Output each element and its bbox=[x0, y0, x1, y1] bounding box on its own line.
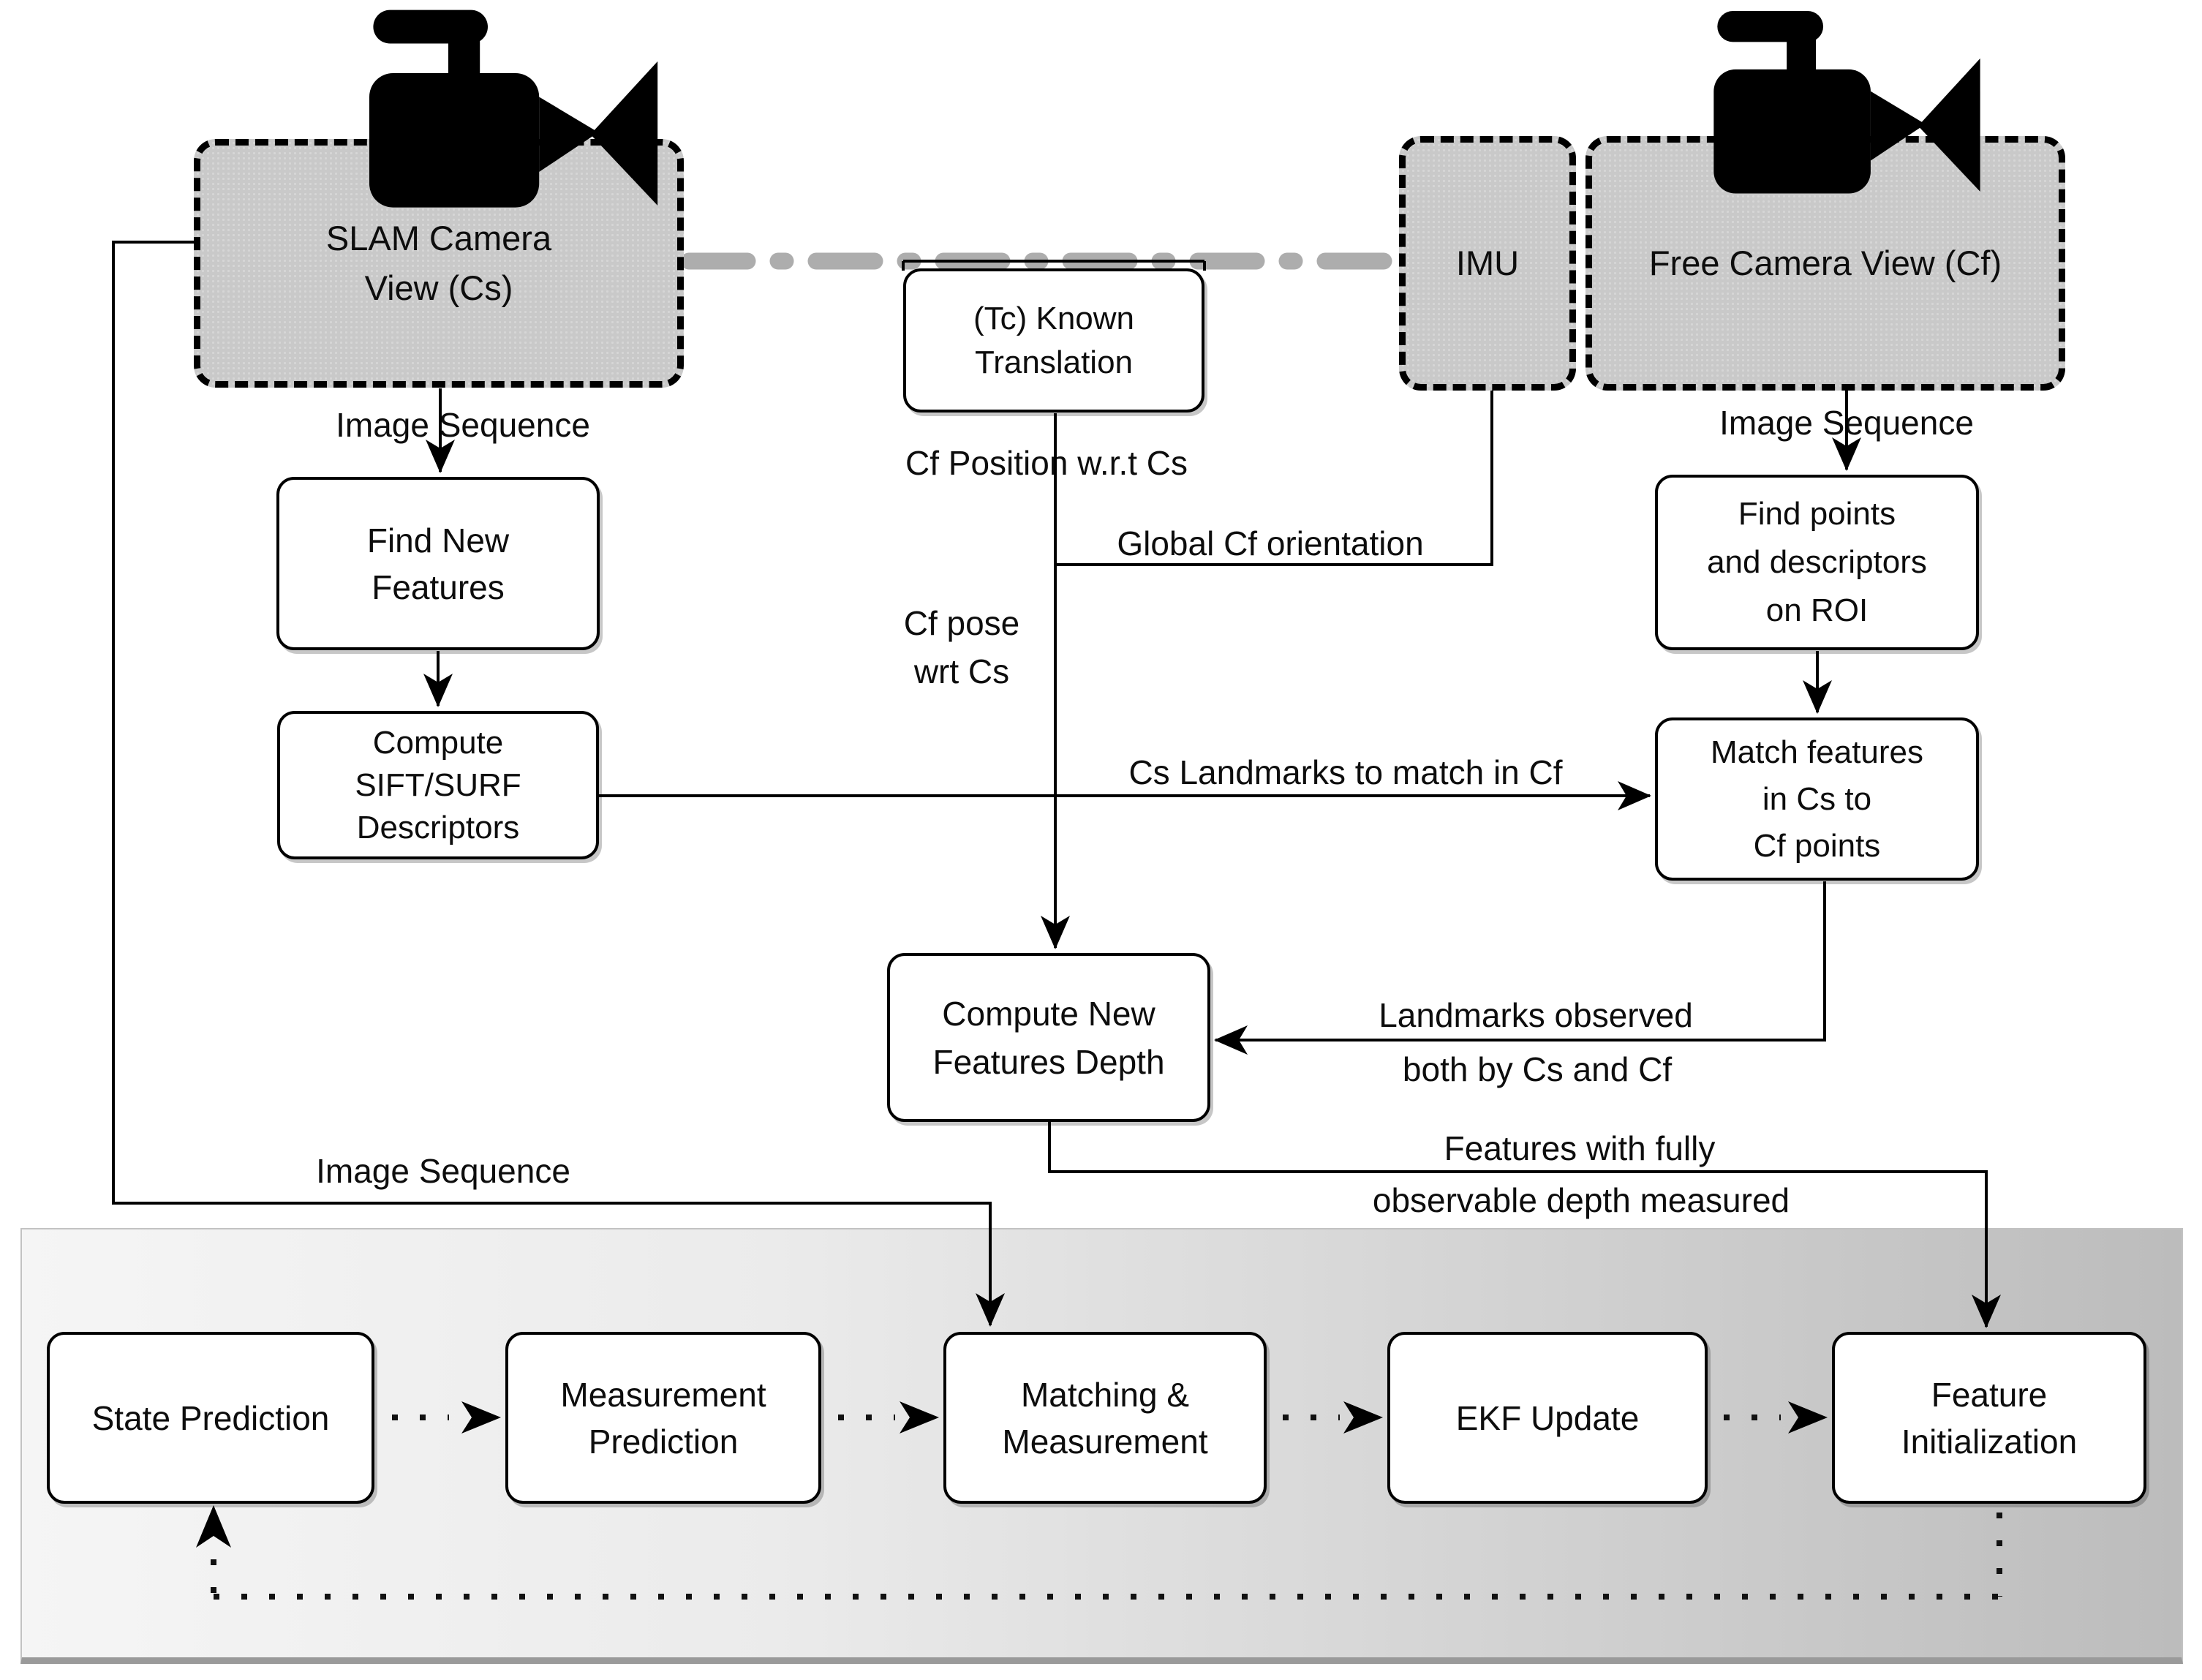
label-line: View (Cs) bbox=[364, 268, 513, 307]
label-line: Free Camera View (Cf) bbox=[1648, 244, 2002, 282]
cs-landmarks-label: Cs Landmarks to match in Cf bbox=[1128, 753, 1563, 791]
cf-pose-label-line2: wrt Cs bbox=[913, 652, 1010, 690]
label-line: Cf points bbox=[1753, 827, 1881, 864]
landmarks-observed-label-line1: Landmarks observed bbox=[1379, 996, 1693, 1034]
label-line: Descriptors bbox=[356, 809, 520, 845]
video-camera-icon bbox=[369, 10, 658, 208]
measurement-prediction-box: Measurement Prediction bbox=[505, 1332, 821, 1504]
label-line: SIFT/SURF bbox=[355, 766, 521, 803]
label-line: in Cs to bbox=[1762, 780, 1872, 817]
cf-position-label: Cf Position w.r.t Cs bbox=[905, 444, 1188, 482]
image-sequence-left-label: Image Sequence bbox=[336, 406, 590, 444]
feature-initialization-box: Feature Initialization bbox=[1832, 1332, 2146, 1504]
label-line: Measurement bbox=[1002, 1422, 1208, 1461]
global-cf-orientation-label: Global Cf orientation bbox=[1117, 524, 1424, 562]
label-line: Matching & bbox=[1020, 1375, 1190, 1414]
label-line: Compute bbox=[372, 724, 504, 761]
label-line: Find New bbox=[366, 521, 510, 560]
compute-depth-box: Compute New Features Depth bbox=[887, 953, 1210, 1122]
label-line: Compute New bbox=[942, 994, 1155, 1033]
label-line: Initialization bbox=[1901, 1422, 2078, 1461]
video-camera-icon bbox=[1713, 10, 1980, 194]
features-fully-label-line1: Features with fully bbox=[1444, 1129, 1716, 1167]
find-new-features-box: Find New Features bbox=[276, 477, 600, 650]
ekf-update-box: EKF Update bbox=[1387, 1332, 1708, 1504]
known-translation-box: (Tc) Known Translation bbox=[903, 268, 1204, 413]
label-line: State Prediction bbox=[91, 1398, 330, 1437]
features-fully-label-line2: observable depth measured bbox=[1372, 1181, 1790, 1219]
label-line: SLAM Camera bbox=[325, 219, 552, 257]
label-line: and descriptors bbox=[1707, 544, 1927, 580]
label-line: Match features bbox=[1710, 734, 1924, 770]
label-line: Find points bbox=[1738, 496, 1896, 532]
label-line: Features Depth bbox=[932, 1042, 1165, 1081]
landmarks-observed-label-line2: both by Cs and Cf bbox=[1402, 1050, 1673, 1088]
state-prediction-box: State Prediction bbox=[47, 1332, 374, 1504]
image-sequence-feedback-label: Image Sequence bbox=[316, 1152, 570, 1190]
compute-descriptors-box: Compute SIFT/SURF Descriptors bbox=[277, 711, 599, 859]
label-line: on ROI bbox=[1765, 592, 1869, 628]
label-line: Feature bbox=[1931, 1375, 2048, 1414]
label-line: Translation bbox=[974, 344, 1134, 380]
label-line: Prediction bbox=[588, 1422, 739, 1461]
imu-box: IMU bbox=[1399, 136, 1576, 391]
label-line: IMU bbox=[1455, 244, 1520, 282]
label-line: Measurement bbox=[560, 1375, 766, 1414]
cf-pose-label-line1: Cf pose bbox=[903, 604, 1020, 642]
match-features-box: Match features in Cs to Cf points bbox=[1655, 717, 1979, 881]
label-line: Features bbox=[372, 568, 505, 606]
matching-measurement-box: Matching & Measurement bbox=[943, 1332, 1267, 1504]
image-sequence-right-label: Image Sequence bbox=[1719, 404, 1974, 442]
label-line: (Tc) Known bbox=[973, 300, 1135, 336]
find-points-roi-box: Find points and descriptors on ROI bbox=[1655, 475, 1979, 650]
label-line: EKF Update bbox=[1455, 1398, 1640, 1437]
